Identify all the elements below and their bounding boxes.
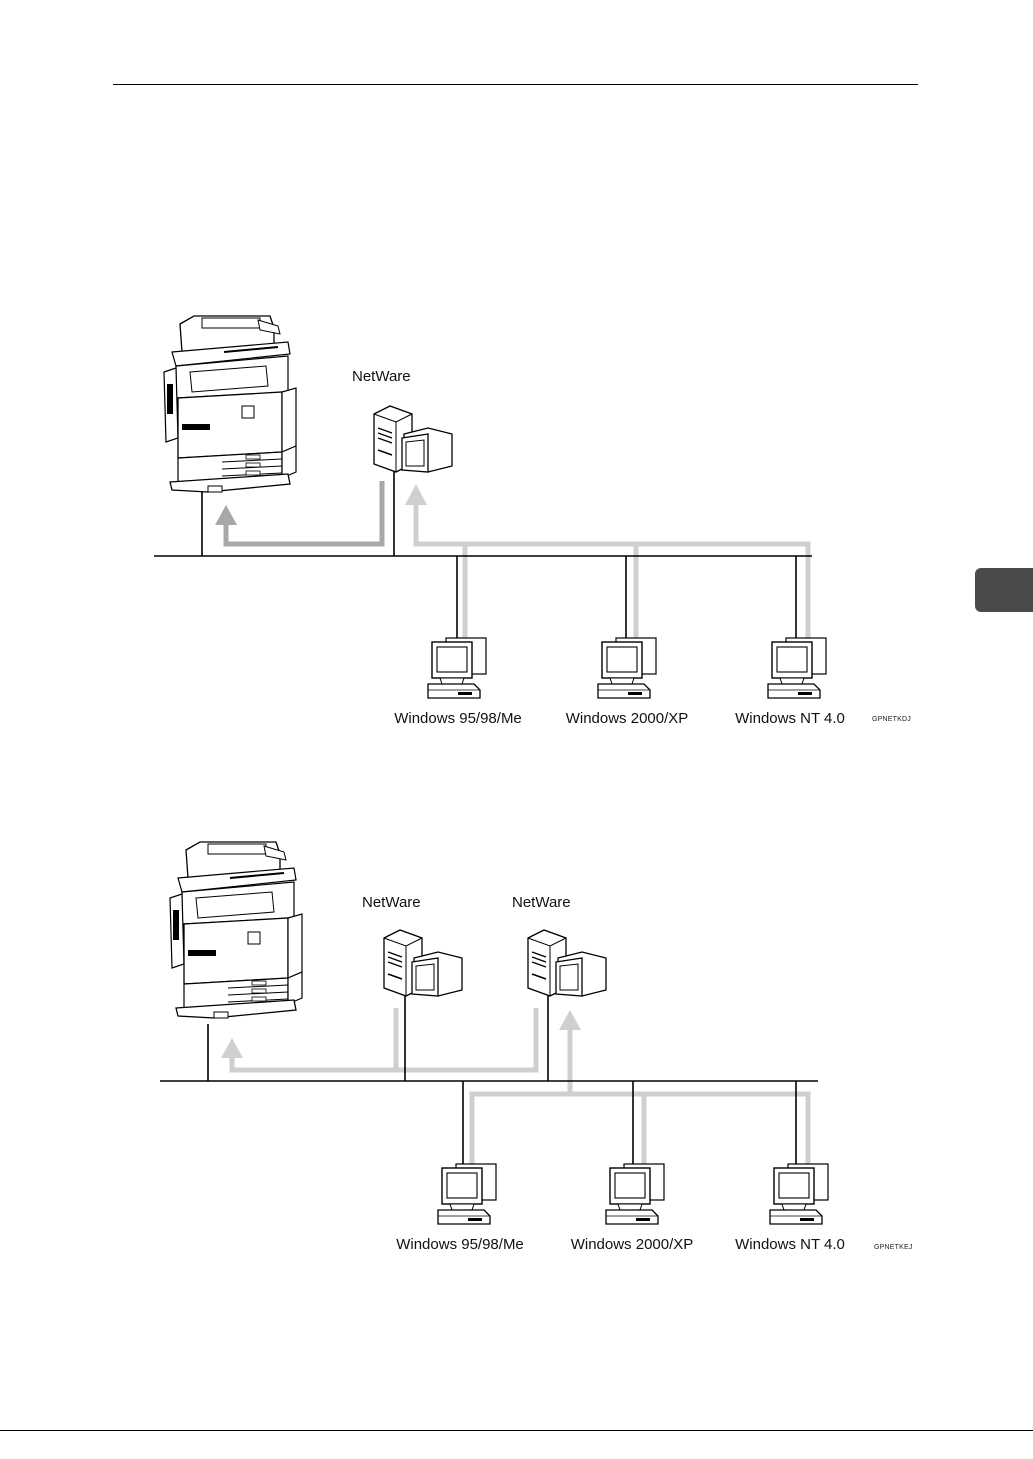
client-label: Windows 95/98/Me bbox=[396, 1236, 524, 1253]
client-label: Windows NT 4.0 bbox=[735, 1236, 845, 1253]
printer-icon bbox=[170, 842, 302, 1018]
client-pc-icon bbox=[438, 1164, 496, 1224]
server-to-printer-flow bbox=[221, 1008, 536, 1070]
client-to-server-flow bbox=[472, 1010, 808, 1170]
diagram-2-drawing bbox=[0, 0, 1033, 1300]
client-pc-icon bbox=[606, 1164, 664, 1224]
server-label: NetWare bbox=[362, 894, 421, 911]
client-label: Windows 2000/XP bbox=[571, 1236, 694, 1253]
client-pc-icon bbox=[770, 1164, 828, 1224]
server-icon bbox=[384, 930, 462, 996]
server-icon bbox=[528, 930, 606, 996]
footer-rule bbox=[0, 1430, 1033, 1431]
network-backbone bbox=[160, 996, 818, 1168]
network-diagram-dual-server: NetWare NetWare Windows 95/98/Me Windows… bbox=[0, 0, 1033, 1300]
figure-code: GPNETKEJ bbox=[874, 1244, 913, 1251]
server-label: NetWare bbox=[512, 894, 571, 911]
